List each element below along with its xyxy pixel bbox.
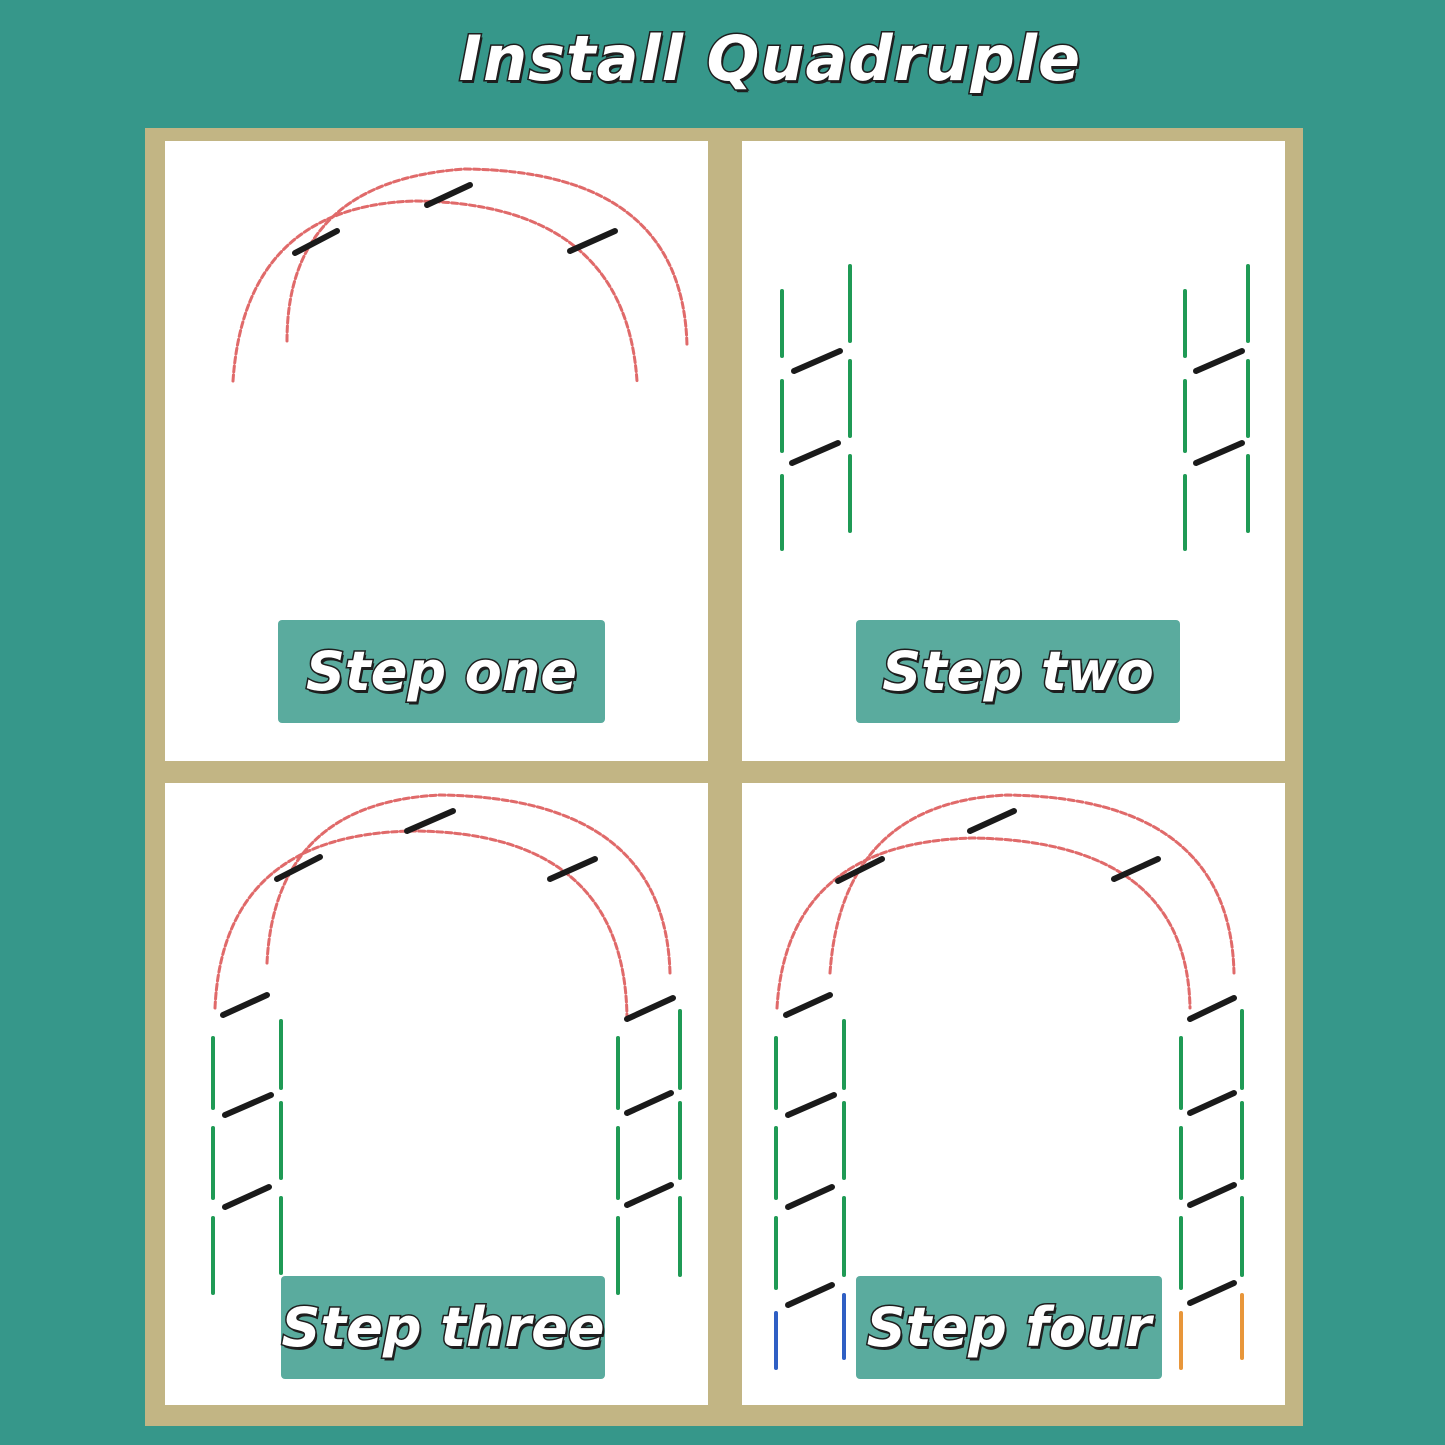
arch-front-tube	[213, 829, 629, 1020]
step-two-panel: Step two	[742, 141, 1285, 761]
connector	[1193, 348, 1245, 374]
connector	[274, 854, 323, 882]
step-four-panel: Step four	[742, 783, 1285, 1405]
connector	[791, 348, 843, 374]
connector	[424, 182, 473, 208]
step-one-label: Step one	[278, 620, 605, 723]
connector	[624, 1182, 674, 1208]
connector	[785, 1282, 835, 1308]
connector	[1193, 440, 1245, 466]
connector	[624, 1090, 674, 1116]
arch-top-illustration	[231, 167, 689, 383]
step-three-label: Step three	[280, 1276, 606, 1379]
arch-front-tube	[231, 199, 639, 383]
connector	[1187, 1182, 1237, 1208]
step-two-label: Step two	[856, 620, 1180, 723]
connector	[547, 856, 598, 882]
connector	[785, 1184, 835, 1210]
connector	[1187, 1280, 1237, 1306]
arch-with-ladders-illustration	[211, 793, 682, 1295]
arch-back-tube	[828, 793, 1236, 975]
connector	[624, 995, 676, 1022]
arch-back-tube	[265, 793, 672, 975]
arch-front-tube	[775, 836, 1192, 1010]
connector	[1187, 995, 1237, 1022]
complete-arch-illustration	[774, 793, 1244, 1370]
connector	[222, 1184, 272, 1210]
side-ladders-illustration	[780, 264, 1250, 551]
connector	[1111, 856, 1161, 882]
arch-back-tube	[285, 167, 689, 348]
step-three-panel: Step three	[165, 783, 708, 1405]
connector	[835, 856, 885, 884]
connector	[404, 808, 456, 834]
connector	[789, 440, 841, 466]
connector	[222, 1092, 274, 1118]
step-one-panel: Step one	[165, 141, 708, 761]
connector	[1187, 1090, 1237, 1116]
connector	[567, 228, 618, 254]
connector	[785, 1092, 837, 1118]
step-four-label: Step four	[856, 1276, 1162, 1379]
connector	[292, 228, 340, 256]
connector	[220, 992, 270, 1018]
page-title: Install Quadruple	[457, 21, 1082, 97]
connector	[967, 808, 1017, 834]
connector	[783, 992, 833, 1018]
